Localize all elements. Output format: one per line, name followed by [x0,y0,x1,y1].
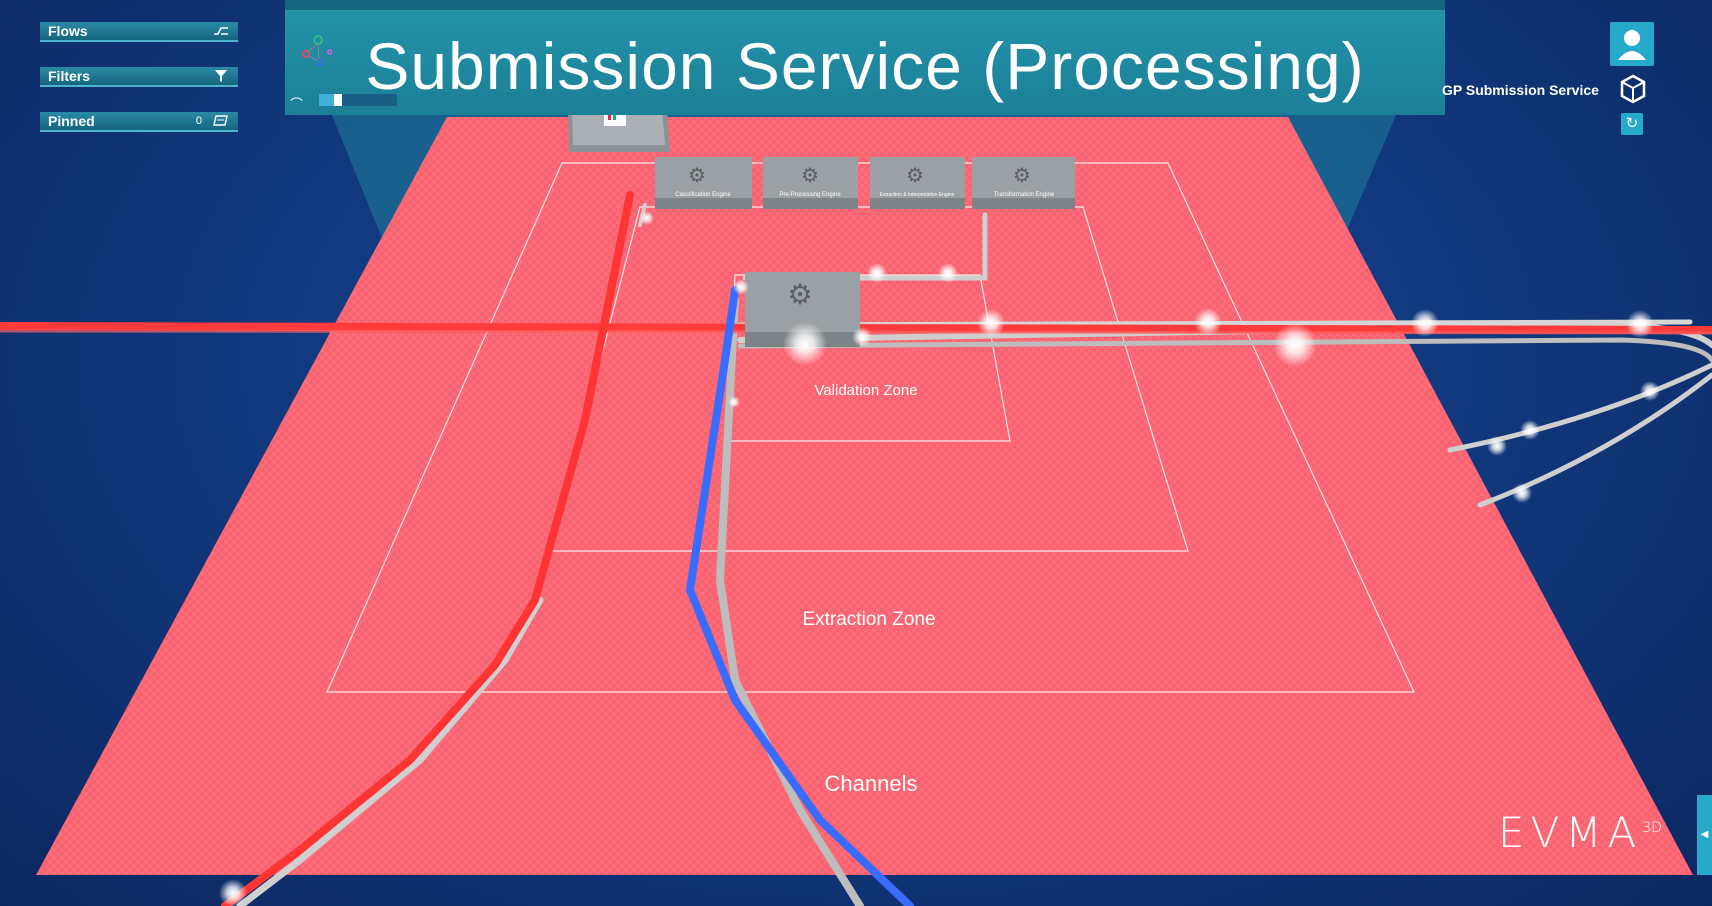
service-name: GP Submission Service [1442,82,1599,98]
channels-zone-label: Channels [825,771,918,796]
progress-bar[interactable] [319,94,397,106]
logo-text: EVMA [1498,808,1643,857]
filters-label: Filters [48,68,91,84]
validation-zone-label: Validation Zone [814,382,917,399]
logo-suffix: 3D [1642,820,1662,836]
flow-particles [219,211,1660,906]
gear-icon: ⚙ [906,165,924,187]
filter-icon [212,69,230,83]
pinned-label: Pinned [48,113,95,129]
gear-icon: ⚙ [787,279,812,310]
gear-icon: ⚙ [1013,165,1031,187]
pinned-count: 0 [195,115,202,127]
header-banner: Submission Service (Processing) [285,0,1445,115]
refresh-icon[interactable]: ↻ [1621,113,1643,135]
engine-box[interactable]: ⚙ Classification Engine [655,157,752,209]
engine-box[interactable]: ⚙ Transformation Engine [972,157,1075,209]
side-panel-toggle[interactable]: ◀ [1697,795,1712,875]
filters-button[interactable]: Filters [40,67,238,87]
progress-knob[interactable] [334,94,343,106]
engine-label: Extraction & Interpretation Engine [880,192,955,198]
engine-box[interactable]: ⚙ Extraction & Interpretation Engine [870,157,965,209]
network-icon[interactable] [298,34,333,68]
user-button[interactable] [1610,22,1654,66]
engine-label: Pre-Processing Engine [779,192,841,198]
engine-label: Classification Engine [675,192,731,198]
engine-label: Transformation Engine [994,192,1055,198]
pin-list-icon [212,114,230,128]
flows-button[interactable]: Flows [40,22,238,42]
extraction-zone-label: Extraction Zone [802,609,935,630]
gear-icon: ⚙ [688,165,706,187]
flows-icon [212,24,230,38]
engine-box[interactable]: ⚙ Pre-Processing Engine [763,157,858,209]
blue-flow [685,286,914,906]
engine-boxes: ⚙ Classification Engine ⚙ Pre-Processing… [655,157,1075,347]
evma-logo: EVMA3D [1498,808,1662,857]
ground-plane [36,117,1693,875]
pinned-button[interactable]: Pinned 0 [40,112,238,132]
chevron-left-icon: ◀ [1700,829,1709,840]
extraction-zone-outline [326,162,1415,693]
bridge-icon[interactable]: ⌒ [290,97,304,112]
page-title: Submission Service (Processing) [365,29,1365,103]
cube-icon[interactable] [1620,74,1646,104]
gear-icon: ⚙ [801,165,819,187]
flows-label: Flows [48,23,88,39]
user-icon [1618,30,1646,60]
